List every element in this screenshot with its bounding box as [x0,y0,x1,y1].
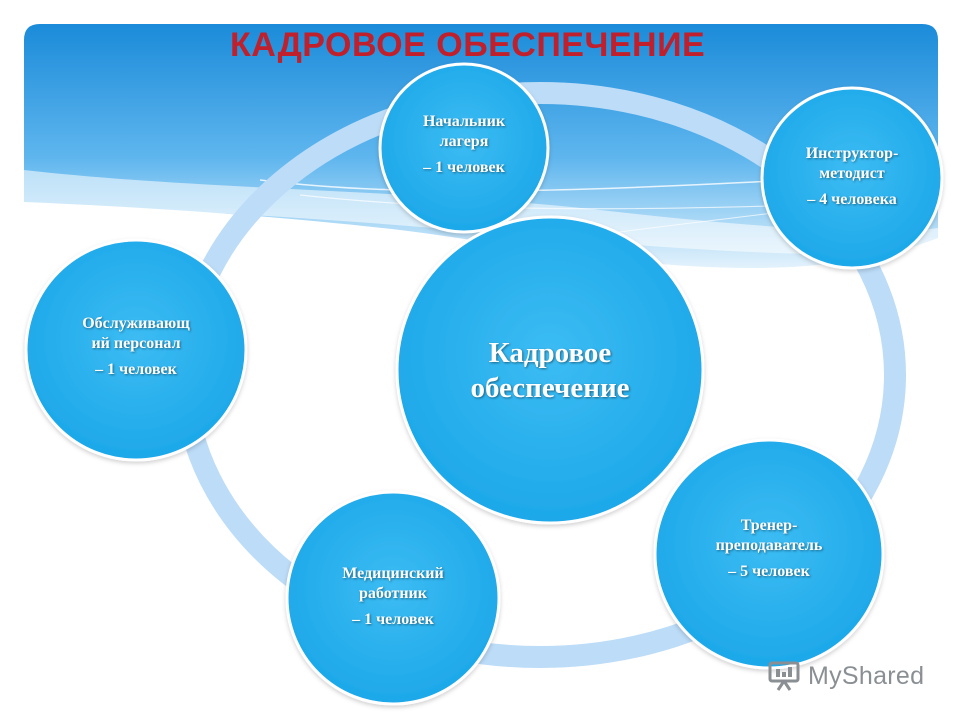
node-head: Начальник лагеря – 1 человек [384,112,544,178]
watermark-brand: MyShared [808,661,925,690]
node-service-title-line1: Обслуживающ [82,315,190,332]
node-head-title-line2: лагеря [439,133,489,150]
node-instructor: Инструктор- методист – 4 человека [772,144,932,210]
center-label-line2: обеспечение [470,371,630,404]
node-head-count: – 1 человек [423,159,505,176]
center-label: Кадровое обеспечение [400,336,700,406]
node-service-title-line2: ий персонал [91,335,181,352]
center-label-line1: Кадровое [488,337,612,369]
node-instructor-title-line1: Инструктор- [805,145,899,162]
node-medic-circle [285,490,501,706]
node-service-count: – 1 человек [95,361,177,378]
center-circle [395,215,705,525]
node-medic-title-line1: Медицинский [342,565,444,582]
node-medic-count: – 1 человек [352,611,434,628]
node-instructor-count: – 4 человека [807,191,897,208]
node-coach: Тренер- преподаватель – 5 человек [684,516,854,582]
node-coach-count: – 5 человек [728,563,810,580]
node-instructor-title-line2: методист [819,165,885,182]
presentation-icon [768,661,800,691]
node-coach-title-line2: преподаватель [715,537,823,554]
watermark: MyShared [768,658,924,694]
node-service-circle [24,238,248,462]
node-head-title-line1: Начальник [422,113,506,130]
node-medic: Медицинский работник – 1 человек [308,564,478,630]
node-service: Обслуживающ ий персонал – 1 человек [56,314,216,380]
node-medic-title-line2: работник [359,585,427,602]
node-coach-title-line1: Тренер- [740,517,798,534]
node-head-circle [378,62,550,234]
page-title: КАДРОВОЕ ОБЕСПЕЧЕНИЕ [230,26,706,64]
node-instructor-circle [760,86,944,270]
